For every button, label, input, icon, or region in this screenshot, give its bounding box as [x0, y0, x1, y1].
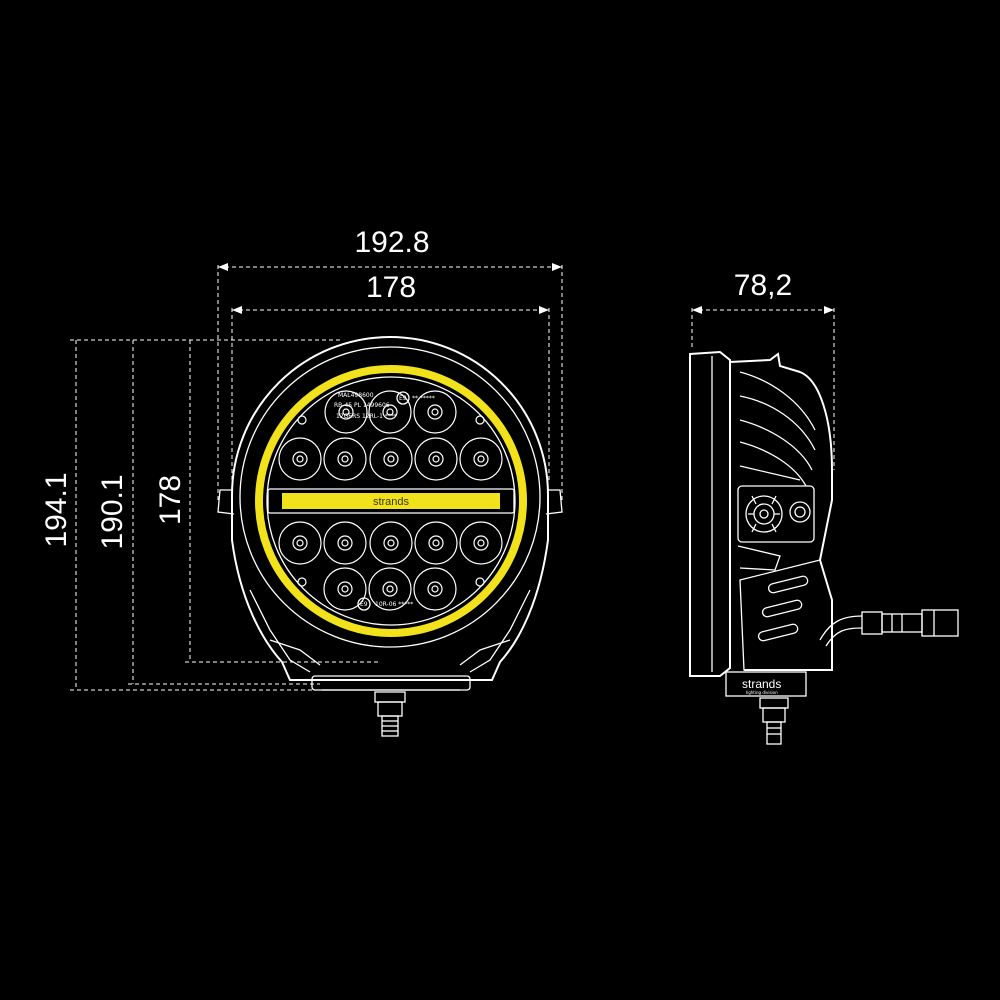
- led-reflector: [413, 390, 457, 434]
- led-array: [278, 390, 503, 611]
- front-view-lamp: strands MAL498600 RB-45 PL 1499606 12GER…: [217, 336, 563, 737]
- led-reflector: [414, 521, 458, 565]
- led-reflector: [278, 437, 322, 481]
- side-body: [729, 352, 833, 671]
- led-reflector: [323, 437, 367, 481]
- dimension-lens-width: 178: [231, 271, 550, 480]
- side-bezel: [689, 350, 731, 677]
- drl-ring: [255, 365, 527, 637]
- led-reflector: [369, 521, 413, 565]
- led-reflector: [414, 437, 458, 481]
- lens-screw: [297, 415, 307, 425]
- dimension-housing-height: 190.1: [96, 340, 320, 685]
- marking-approval-code: 10R-06 *****: [375, 601, 413, 608]
- led-reflector: [459, 521, 503, 565]
- dimension-depth: 78,2: [691, 269, 835, 470]
- housing-height-label: 190.1: [96, 474, 129, 549]
- dimension-overall-width: 192.8: [217, 226, 563, 500]
- led-reflector: [413, 567, 457, 611]
- dimension-overall-height: 194.1: [40, 339, 340, 691]
- lens-screw: [475, 577, 485, 587]
- led-reflector: [278, 521, 322, 565]
- power-cable: [819, 609, 959, 647]
- lens-height-label: 178: [154, 475, 187, 525]
- housing-outline: [231, 336, 549, 681]
- led-reflector: [368, 390, 412, 434]
- lens-screw: [297, 577, 307, 587]
- marking-code-top: ** *****: [412, 395, 435, 402]
- approval-top: E9: [399, 395, 407, 402]
- lens-screw: [475, 415, 485, 425]
- cable-connector: [921, 609, 959, 637]
- drl-bar: [282, 493, 500, 509]
- base-foot: [311, 675, 471, 691]
- lens-width-label: 178: [366, 271, 416, 304]
- led-reflector: [323, 521, 367, 565]
- side-brand-sub: lighting division: [746, 690, 778, 695]
- overall-width-label: 192.8: [354, 226, 429, 259]
- side-view-lamp: strands lighting division: [689, 350, 959, 745]
- approval-bottom: E9: [360, 601, 368, 608]
- marking-line1: MAL498600: [338, 392, 374, 399]
- dimension-lens-height: 178: [154, 340, 380, 663]
- side-adjust-knob: [737, 485, 815, 543]
- right-mount-ear: [545, 489, 563, 515]
- side-brand-logo: strands: [742, 677, 781, 691]
- bar-brand-label: strands: [373, 496, 410, 508]
- depth-label: 78,2: [734, 269, 792, 302]
- led-reflector: [459, 437, 503, 481]
- led-reflector: [369, 437, 413, 481]
- mounting-bolt: [374, 691, 406, 737]
- led-reflector: [324, 390, 368, 434]
- led-reflector: [368, 567, 412, 611]
- side-bracket: [739, 559, 833, 671]
- led-reflector: [323, 567, 367, 611]
- marking-line2: RB-45 PL 1499606: [334, 402, 390, 409]
- overall-height-label: 194.1: [40, 472, 73, 547]
- left-mount-ear: [217, 489, 235, 515]
